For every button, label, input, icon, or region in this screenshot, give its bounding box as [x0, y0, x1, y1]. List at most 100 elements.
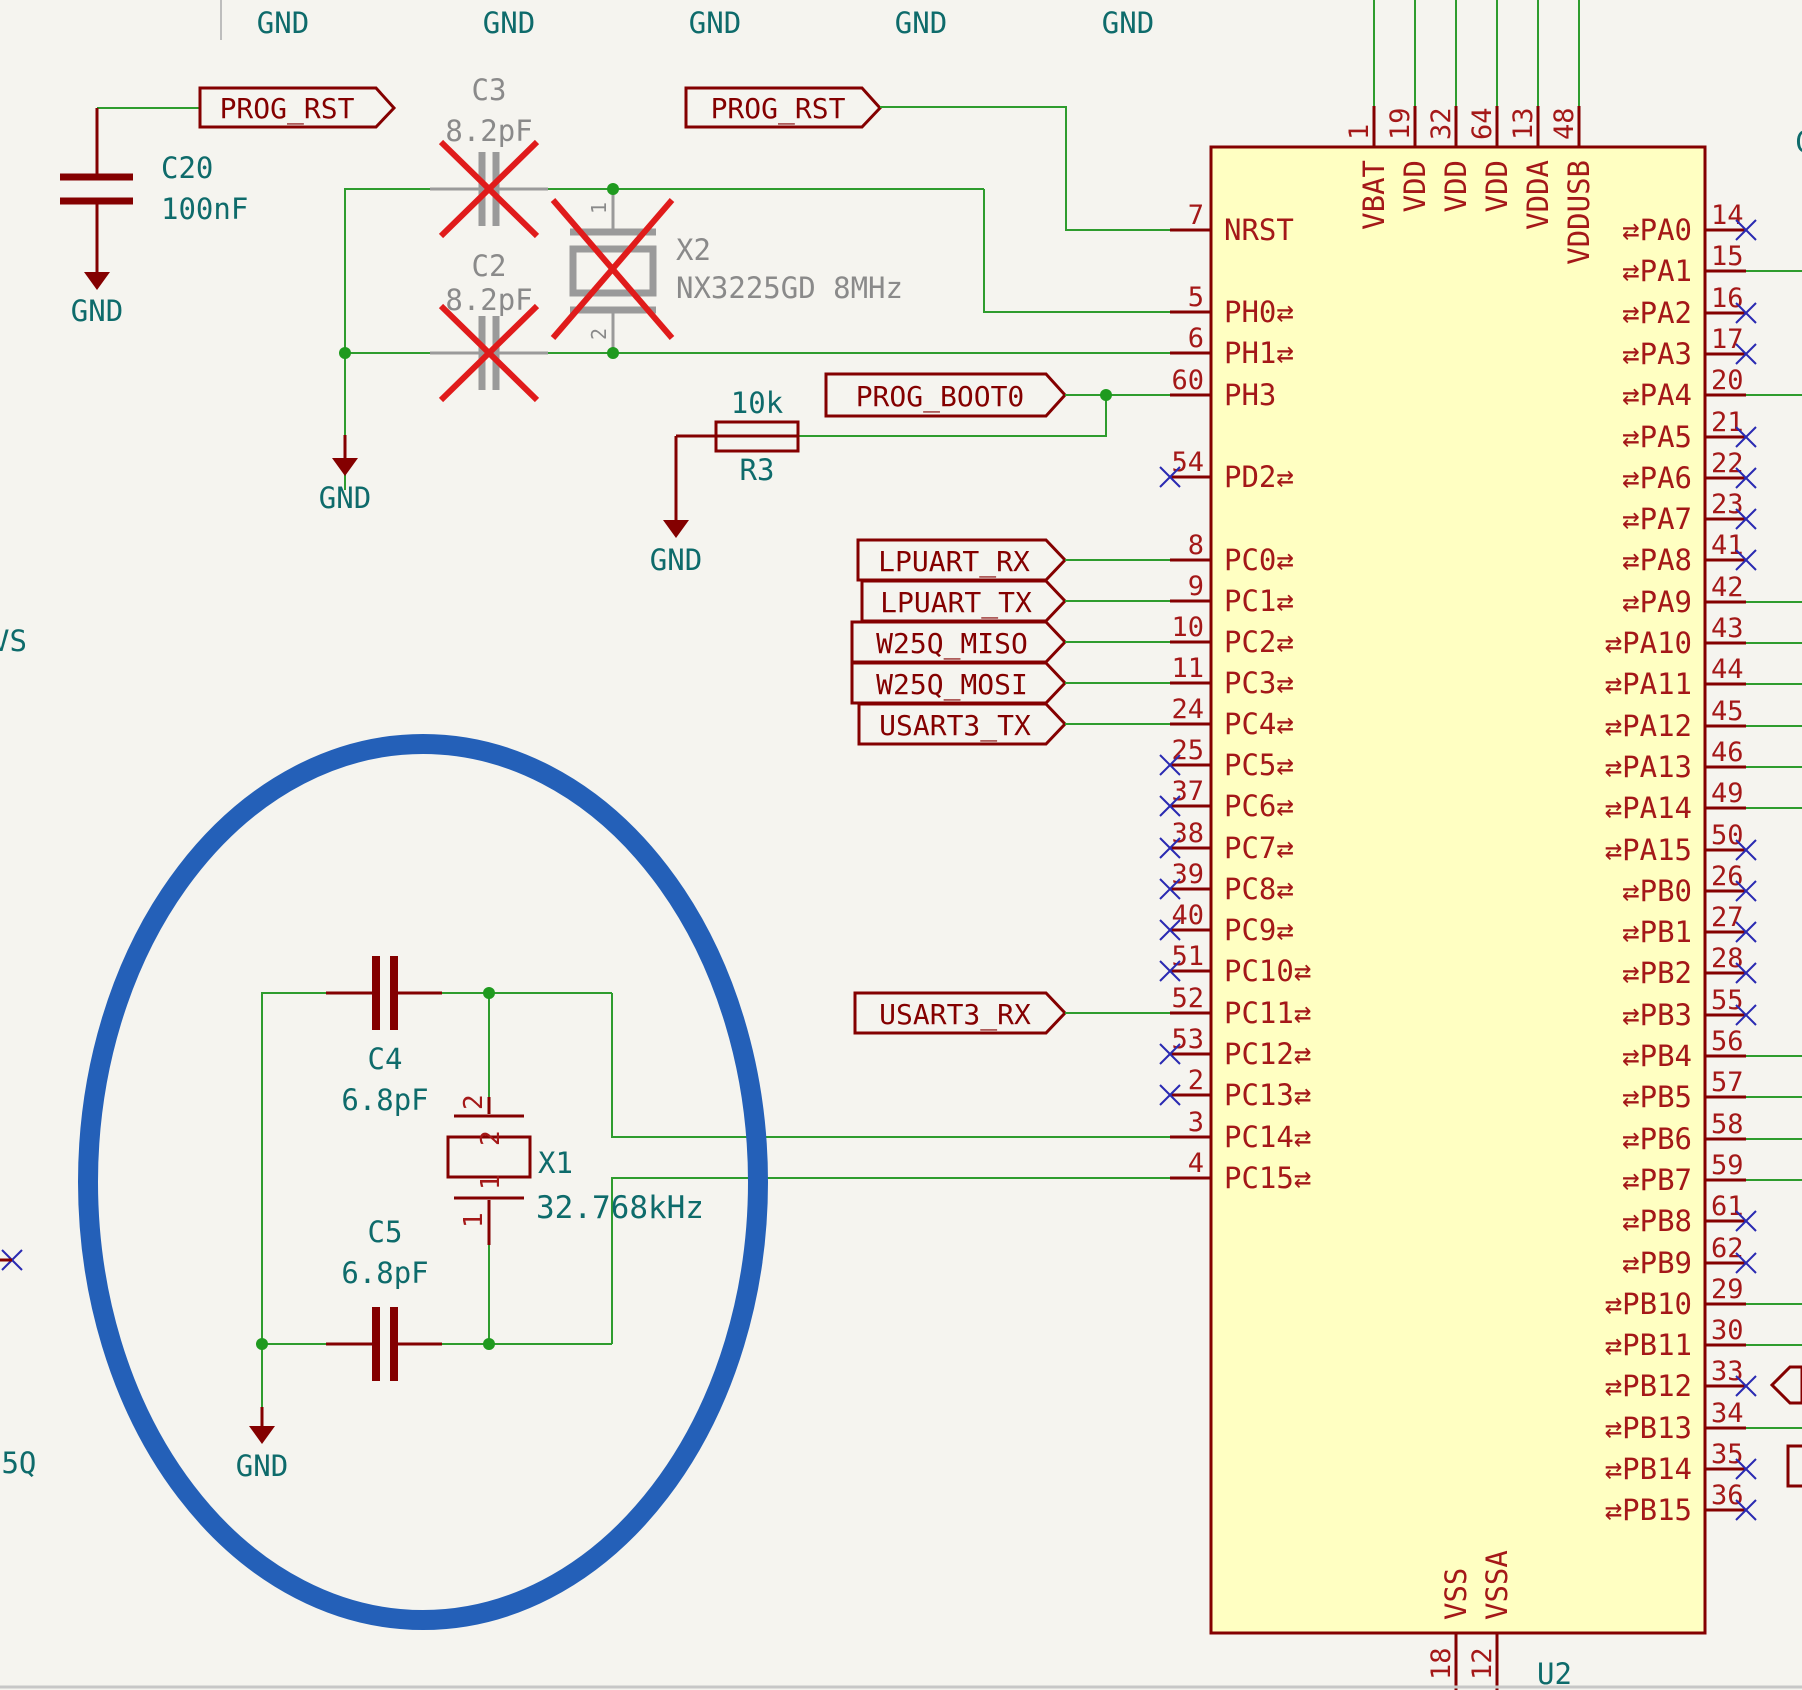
w25q-miso-label[interactable]: W25Q_MISO: [850, 620, 1068, 664]
u2-pin-name: ⇄PB1: [1622, 915, 1692, 949]
x1-crystal[interactable]: 2 2 1 1 X1 32.768kHz: [446, 1094, 704, 1245]
u2-pin-name: PC8⇄: [1224, 872, 1294, 906]
usart3-tx-label[interactable]: USART3_TX: [857, 702, 1068, 746]
u2-pin-name: PH0⇄: [1224, 295, 1294, 329]
usart3-rx-label[interactable]: USART3_RX: [853, 991, 1068, 1035]
c5-value: 6.8pF: [341, 1256, 428, 1290]
w25q-mosi-label[interactable]: W25Q_MOSI: [850, 661, 1068, 705]
u2-pin-name: ⇄PB4: [1622, 1039, 1692, 1073]
u2-pin-name: PD2⇄: [1224, 460, 1294, 494]
lpuart-rx-label[interactable]: LPUART_RX: [856, 538, 1068, 582]
u2-pin-number: 62: [1711, 1233, 1744, 1264]
u2-pin-number: 57: [1711, 1067, 1744, 1098]
u2-pin-number: 38: [1171, 818, 1204, 849]
u2-pin-name: VDDA: [1521, 160, 1555, 230]
x2-value: NX3225GD 8MHz: [676, 271, 903, 305]
u2-pin-name: ⇄PA0: [1622, 213, 1692, 247]
u2-pin-name: ⇄PA7: [1622, 502, 1692, 536]
u2-pin-name: PC12⇄: [1224, 1037, 1311, 1071]
wire-r3-boot0: [798, 395, 1107, 437]
r3-resistor[interactable]: 10k R3 GND: [650, 386, 800, 577]
u2-pin-number: 29: [1711, 1274, 1744, 1305]
u2-pin-name: ⇄PB14: [1605, 1452, 1692, 1486]
gnd-label: GND: [236, 1449, 288, 1483]
c2-value: 8.2pF: [445, 283, 532, 317]
no-connect-marker: [1735, 1375, 1757, 1397]
top-gnd-label: GND: [483, 6, 535, 40]
no-connect-marker: [1159, 754, 1181, 776]
no-connect-marker: [1735, 302, 1757, 324]
prog-boot0-label[interactable]: PROG_BOOT0: [824, 372, 1068, 418]
u2-pin-name: ⇄PA12: [1605, 709, 1692, 743]
u2-pin-number: 40: [1171, 900, 1204, 931]
x2-crystal-dnp: 1 2 X2 NX3225GD 8MHz: [550, 198, 903, 340]
no-connect-marker: [1735, 880, 1757, 902]
c2-ref: C2: [472, 249, 507, 283]
gnd-symbol: [84, 272, 110, 290]
u2-pin-number: 21: [1711, 407, 1744, 438]
lpuart-tx-label[interactable]: LPUART_TX: [860, 579, 1068, 623]
lse-oscillator: GND C4 6.8pF C5 6.8pF 2 2 1 1: [236, 956, 1170, 1483]
u2-pin-number: 48: [1549, 107, 1580, 140]
c5-capacitor[interactable]: C5 6.8pF: [326, 1215, 442, 1381]
u2-pin-name: ⇄PA13: [1605, 750, 1692, 784]
u2-pin-number: 39: [1171, 859, 1204, 890]
x2-ref: X2: [676, 233, 711, 267]
no-connect-marker: [1735, 549, 1757, 571]
x1-pin2-inner: 2: [476, 1130, 506, 1146]
u2-pin-name: ⇄PA4: [1622, 378, 1692, 412]
u2-pin-number: 14: [1711, 200, 1744, 231]
u2-pin-name: PC1⇄: [1224, 584, 1294, 618]
u2-pin-name: VDD: [1398, 160, 1432, 212]
u2-body: [1209, 145, 1707, 1635]
no-connect-marker: [1159, 837, 1181, 859]
prog-rst-label-left[interactable]: PROG_RST: [198, 86, 397, 129]
u2-pin-name: VDD: [1480, 160, 1514, 212]
prog-rst-label-text: PROG_RST: [220, 92, 355, 126]
u2-pin-name: PC2⇄: [1224, 625, 1294, 659]
u2-pin-number: 46: [1711, 737, 1744, 768]
no-connect-marker: [1159, 1043, 1181, 1065]
u2-pin-name: ⇄PB10: [1605, 1287, 1692, 1321]
u2-pin-number: 44: [1711, 654, 1744, 685]
u2-pin-name: VDD: [1439, 160, 1473, 212]
prog-rst-label-right[interactable]: PROG_RST: [684, 86, 883, 129]
u2-pin-number: 12: [1467, 1647, 1498, 1680]
gnd-symbol: [249, 1426, 275, 1444]
u2-pin-name: ⇄PB7: [1622, 1163, 1692, 1197]
x1-pin2-number: 2: [459, 1094, 489, 1110]
u2-pin-number: 4: [1188, 1148, 1204, 1179]
top-edge: GND GND GND GND GND: [220, 0, 1154, 40]
x1-value: 32.768kHz: [536, 1190, 704, 1226]
u2-pin-number: 17: [1711, 324, 1744, 355]
u2-pin-name: PC14⇄: [1224, 1120, 1311, 1154]
highlight-ellipse: [78, 734, 768, 1630]
u2-pin-number: 59: [1711, 1150, 1744, 1181]
u2-pin-number: 10: [1171, 612, 1204, 643]
u2-pin-number: 2: [1188, 1065, 1204, 1096]
r3-ref: R3: [740, 453, 775, 487]
top-gnd-label: GND: [895, 6, 947, 40]
no-connect-marker: [1735, 467, 1757, 489]
net-label-wires: [1065, 559, 1170, 1014]
u2-pin-name: VSS: [1439, 1568, 1473, 1620]
c20-capacitor[interactable]: C20 100nF GND: [60, 107, 248, 328]
c4-ref: C4: [368, 1042, 403, 1076]
u2-pin-number: 6: [1188, 323, 1204, 354]
r3-value: 10k: [731, 386, 784, 420]
u2-pin-name: ⇄PB13: [1605, 1411, 1692, 1445]
u2-pin-number: 64: [1467, 107, 1498, 140]
edge-text-vs: VS: [0, 624, 27, 658]
gnd-symbol: [663, 520, 689, 538]
u2-pin-number: 24: [1171, 694, 1204, 725]
gnd-label: GND: [71, 294, 123, 328]
c4-capacitor[interactable]: C4 6.8pF: [326, 956, 442, 1117]
u2-pin-number: 3: [1188, 1107, 1204, 1138]
u2-pin-number: 36: [1711, 1480, 1744, 1511]
no-connect-marker: [1735, 1004, 1757, 1026]
u2-pin-name: ⇄PB15: [1605, 1493, 1692, 1527]
usart3-rx-label-text: USART3_RX: [879, 998, 1031, 1032]
u2-pin-number: 42: [1711, 572, 1744, 603]
u2-ref: U2: [1537, 1657, 1572, 1690]
